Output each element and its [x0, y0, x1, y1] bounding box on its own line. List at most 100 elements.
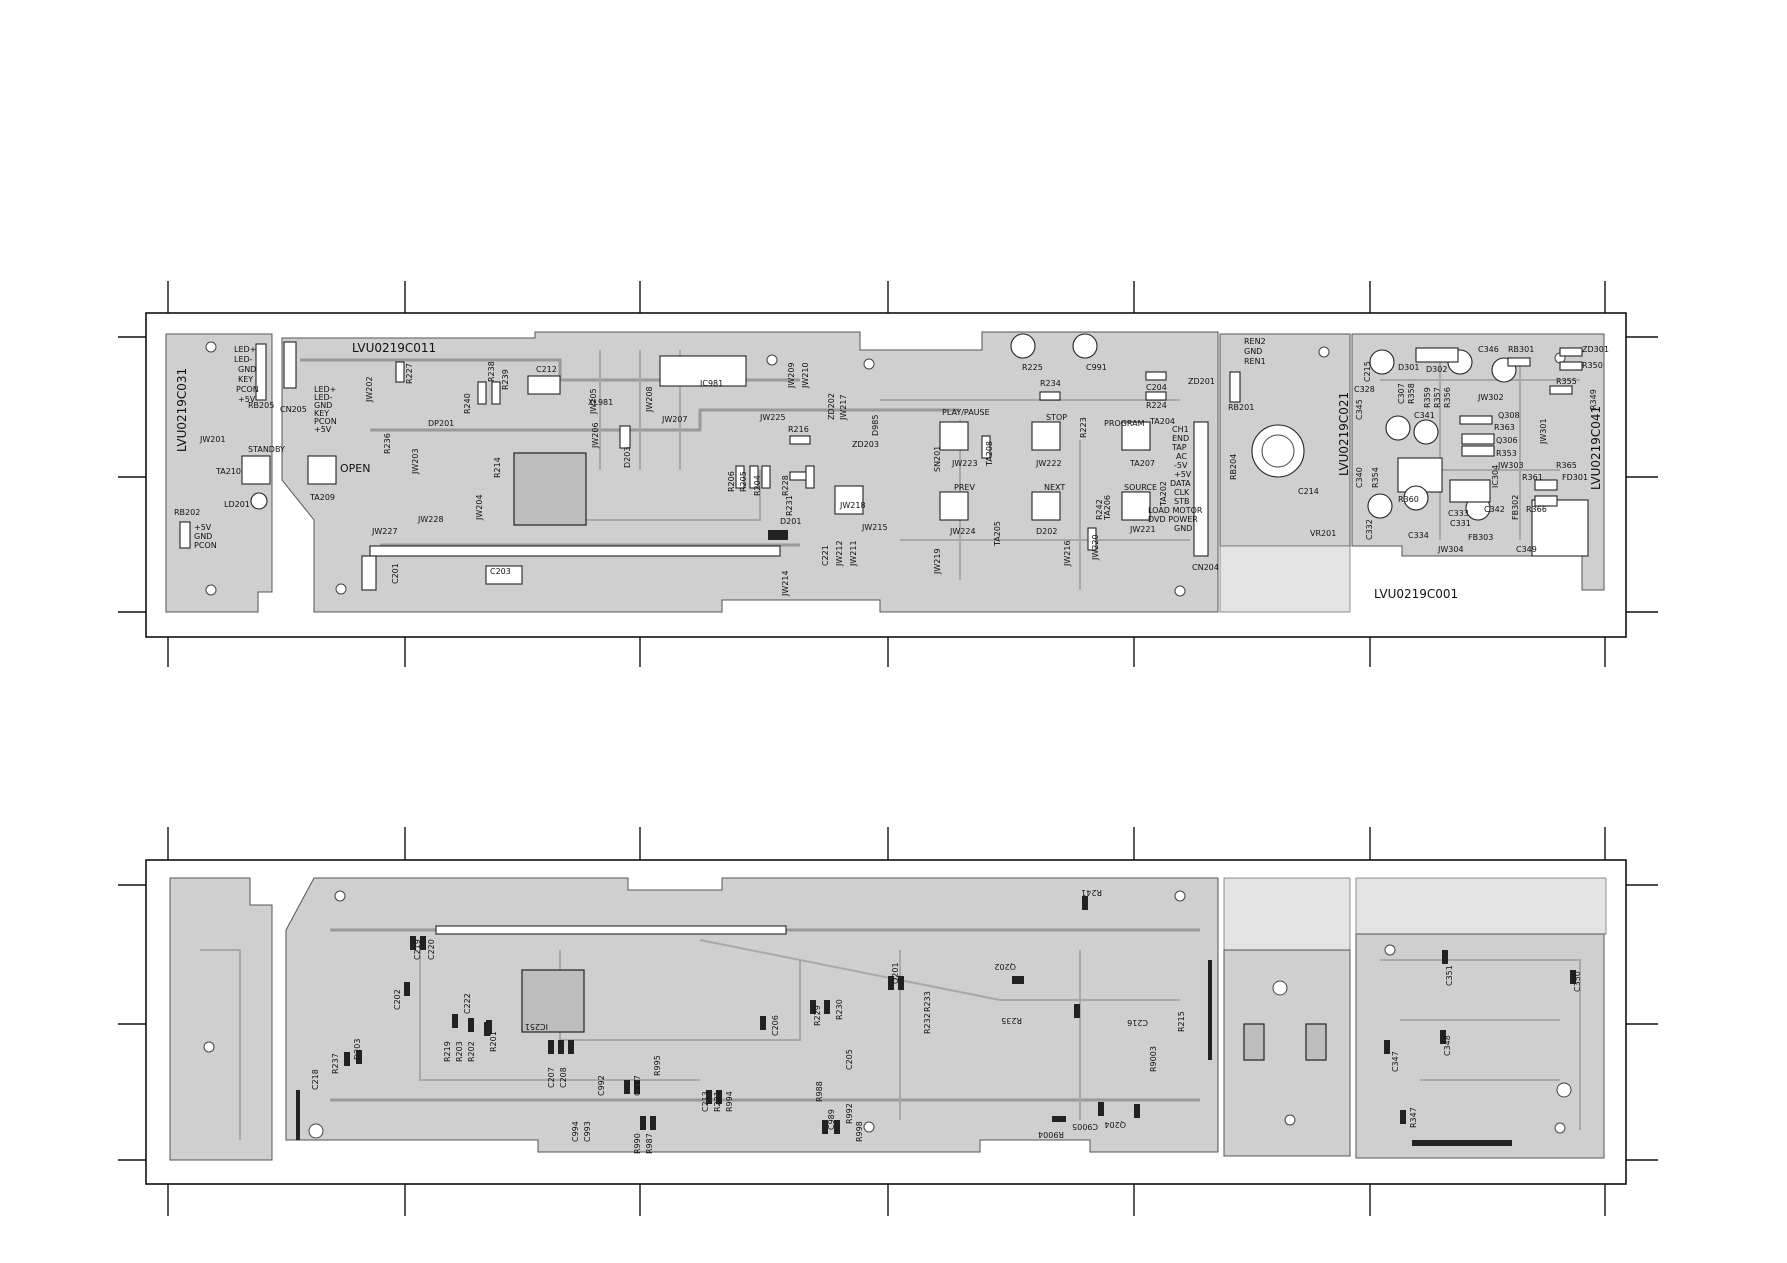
top-frame [145, 312, 1627, 638]
svg-text:JW222: JW222 [1035, 459, 1062, 468]
svg-text:+5V: +5V [1174, 470, 1192, 479]
svg-text:JW304: JW304 [1437, 545, 1464, 554]
top-view: LVU0219C011 LVU0219C031 LVU0219C021 LVU0… [118, 281, 1658, 667]
svg-text:C220: C220 [427, 939, 436, 960]
label-stop: STOP [1046, 413, 1067, 422]
svg-text:JW212: JW212 [835, 540, 844, 567]
svg-text:CH1: CH1 [1172, 425, 1189, 434]
bottom-board-right-a [1223, 877, 1351, 951]
svg-text:AC: AC [1176, 452, 1187, 461]
svg-text:C340: C340 [1355, 467, 1364, 488]
svg-text:D203: D203 [353, 1039, 362, 1060]
svg-text:JW224: JW224 [949, 527, 976, 536]
bottom-smd-parts [296, 896, 1576, 1146]
svg-text:Q202: Q202 [994, 962, 1016, 971]
svg-text:JW221: JW221 [1129, 525, 1156, 534]
svg-text:R204: R204 [753, 475, 762, 496]
svg-text:C333: C333 [1448, 509, 1469, 518]
svg-text:JW228: JW228 [417, 515, 444, 524]
svg-text:R353: R353 [1496, 449, 1517, 458]
svg-text:C332: C332 [1365, 519, 1374, 540]
svg-text:LED+: LED+ [314, 385, 336, 394]
svg-text:C202: C202 [393, 989, 402, 1010]
dp201-connector [369, 545, 781, 557]
svg-text:C351: C351 [1445, 965, 1454, 986]
svg-text:R9004: R9004 [1038, 1130, 1064, 1139]
svg-text:ZD201: ZD201 [1188, 377, 1215, 386]
svg-text:R240: R240 [463, 393, 472, 414]
svg-text:JW208: JW208 [645, 386, 654, 413]
svg-text:C345: C345 [1355, 399, 1364, 420]
svg-text:C218: C218 [311, 1069, 320, 1090]
svg-text:DP201: DP201 [428, 419, 454, 428]
svg-text:C348: C348 [1443, 1035, 1452, 1056]
svg-text:CN205: CN205 [280, 405, 307, 414]
svg-text:R242: R242 [1095, 499, 1104, 520]
svg-text:R356: R356 [1443, 387, 1452, 408]
svg-text:D302: D302 [1426, 365, 1447, 374]
svg-text:R988: R988 [815, 1081, 824, 1102]
svg-text:REN2: REN2 [1244, 337, 1266, 346]
ic981 [659, 355, 747, 387]
svg-text:GND: GND [1174, 524, 1192, 533]
svg-text:C219: C219 [413, 939, 422, 960]
svg-text:DATA: DATA [1170, 479, 1191, 488]
svg-text:CN204: CN204 [1192, 563, 1219, 572]
svg-text:END: END [1172, 434, 1189, 443]
bottom-enc-pad-b [1305, 1023, 1327, 1061]
svg-text:GND: GND [238, 365, 256, 374]
svg-text:C201: C201 [391, 563, 400, 584]
svg-text:D201: D201 [780, 517, 801, 526]
svg-text:R360: R360 [1398, 495, 1419, 504]
svg-text:D301: D301 [1398, 363, 1419, 372]
svg-text:R221: R221 [713, 1091, 722, 1112]
ta210-switch [241, 455, 271, 485]
svg-text:FB302: FB302 [1511, 495, 1520, 520]
svg-text:R228: R228 [781, 475, 790, 496]
label-open: OPEN [340, 462, 370, 475]
svg-text:R231: R231 [785, 495, 794, 516]
svg-text:R219: R219 [443, 1041, 452, 1062]
svg-text:TA209: TA209 [309, 493, 335, 502]
svg-text:JW301: JW301 [1539, 418, 1548, 445]
label-next: NEXT [1044, 483, 1065, 492]
svg-text:R201: R201 [489, 1031, 498, 1052]
svg-text:REN1: REN1 [1244, 357, 1266, 366]
svg-text:IC304: IC304 [1491, 465, 1500, 488]
svg-text:C222: C222 [463, 993, 472, 1014]
svg-text:C221: C221 [821, 545, 830, 566]
ta202-switch [1121, 491, 1151, 521]
svg-text:Q204: Q204 [1104, 1120, 1126, 1129]
svg-text:Q306: Q306 [1496, 436, 1518, 445]
svg-text:R202: R202 [467, 1041, 476, 1062]
svg-text:C206: C206 [771, 1015, 780, 1036]
svg-text:C328: C328 [1354, 385, 1375, 394]
svg-text:RB202: RB202 [174, 508, 200, 517]
bottom-component-labels: R241 C220 C219 C202 C222 R219 R203 R202 … [311, 888, 1582, 1154]
svg-text:PCON: PCON [194, 541, 217, 550]
svg-text:C207: C207 [547, 1067, 556, 1088]
svg-text:JW215: JW215 [861, 523, 888, 532]
svg-text:TA202: TA202 [1159, 481, 1168, 507]
svg-text:TA210: TA210 [215, 467, 241, 476]
svg-text:C216: C216 [1127, 1018, 1148, 1027]
svg-text:R230: R230 [835, 999, 844, 1020]
svg-text:R992: R992 [845, 1103, 854, 1124]
top-traces [300, 350, 1580, 590]
svg-text:+5V: +5V [194, 523, 212, 532]
svg-text:C9005: C9005 [1072, 1122, 1098, 1131]
svg-text:TA204: TA204 [1149, 417, 1175, 426]
svg-text:TA206: TA206 [1103, 495, 1112, 521]
svg-text:JW227: JW227 [371, 527, 398, 536]
svg-text:R237: R237 [331, 1053, 340, 1074]
ta204-switch [1121, 421, 1151, 451]
svg-text:C342: C342 [1484, 505, 1505, 514]
ta206-switch [1031, 491, 1061, 521]
svg-text:IC981: IC981 [700, 379, 723, 388]
svg-text:R227: R227 [405, 363, 414, 384]
svg-text:RB205: RB205 [248, 401, 274, 410]
svg-text:C307: C307 [1397, 383, 1406, 404]
bottom-board-right-b [1355, 933, 1605, 1159]
svg-text:TAP: TAP [1171, 443, 1187, 452]
svg-text:C212: C212 [536, 365, 557, 374]
